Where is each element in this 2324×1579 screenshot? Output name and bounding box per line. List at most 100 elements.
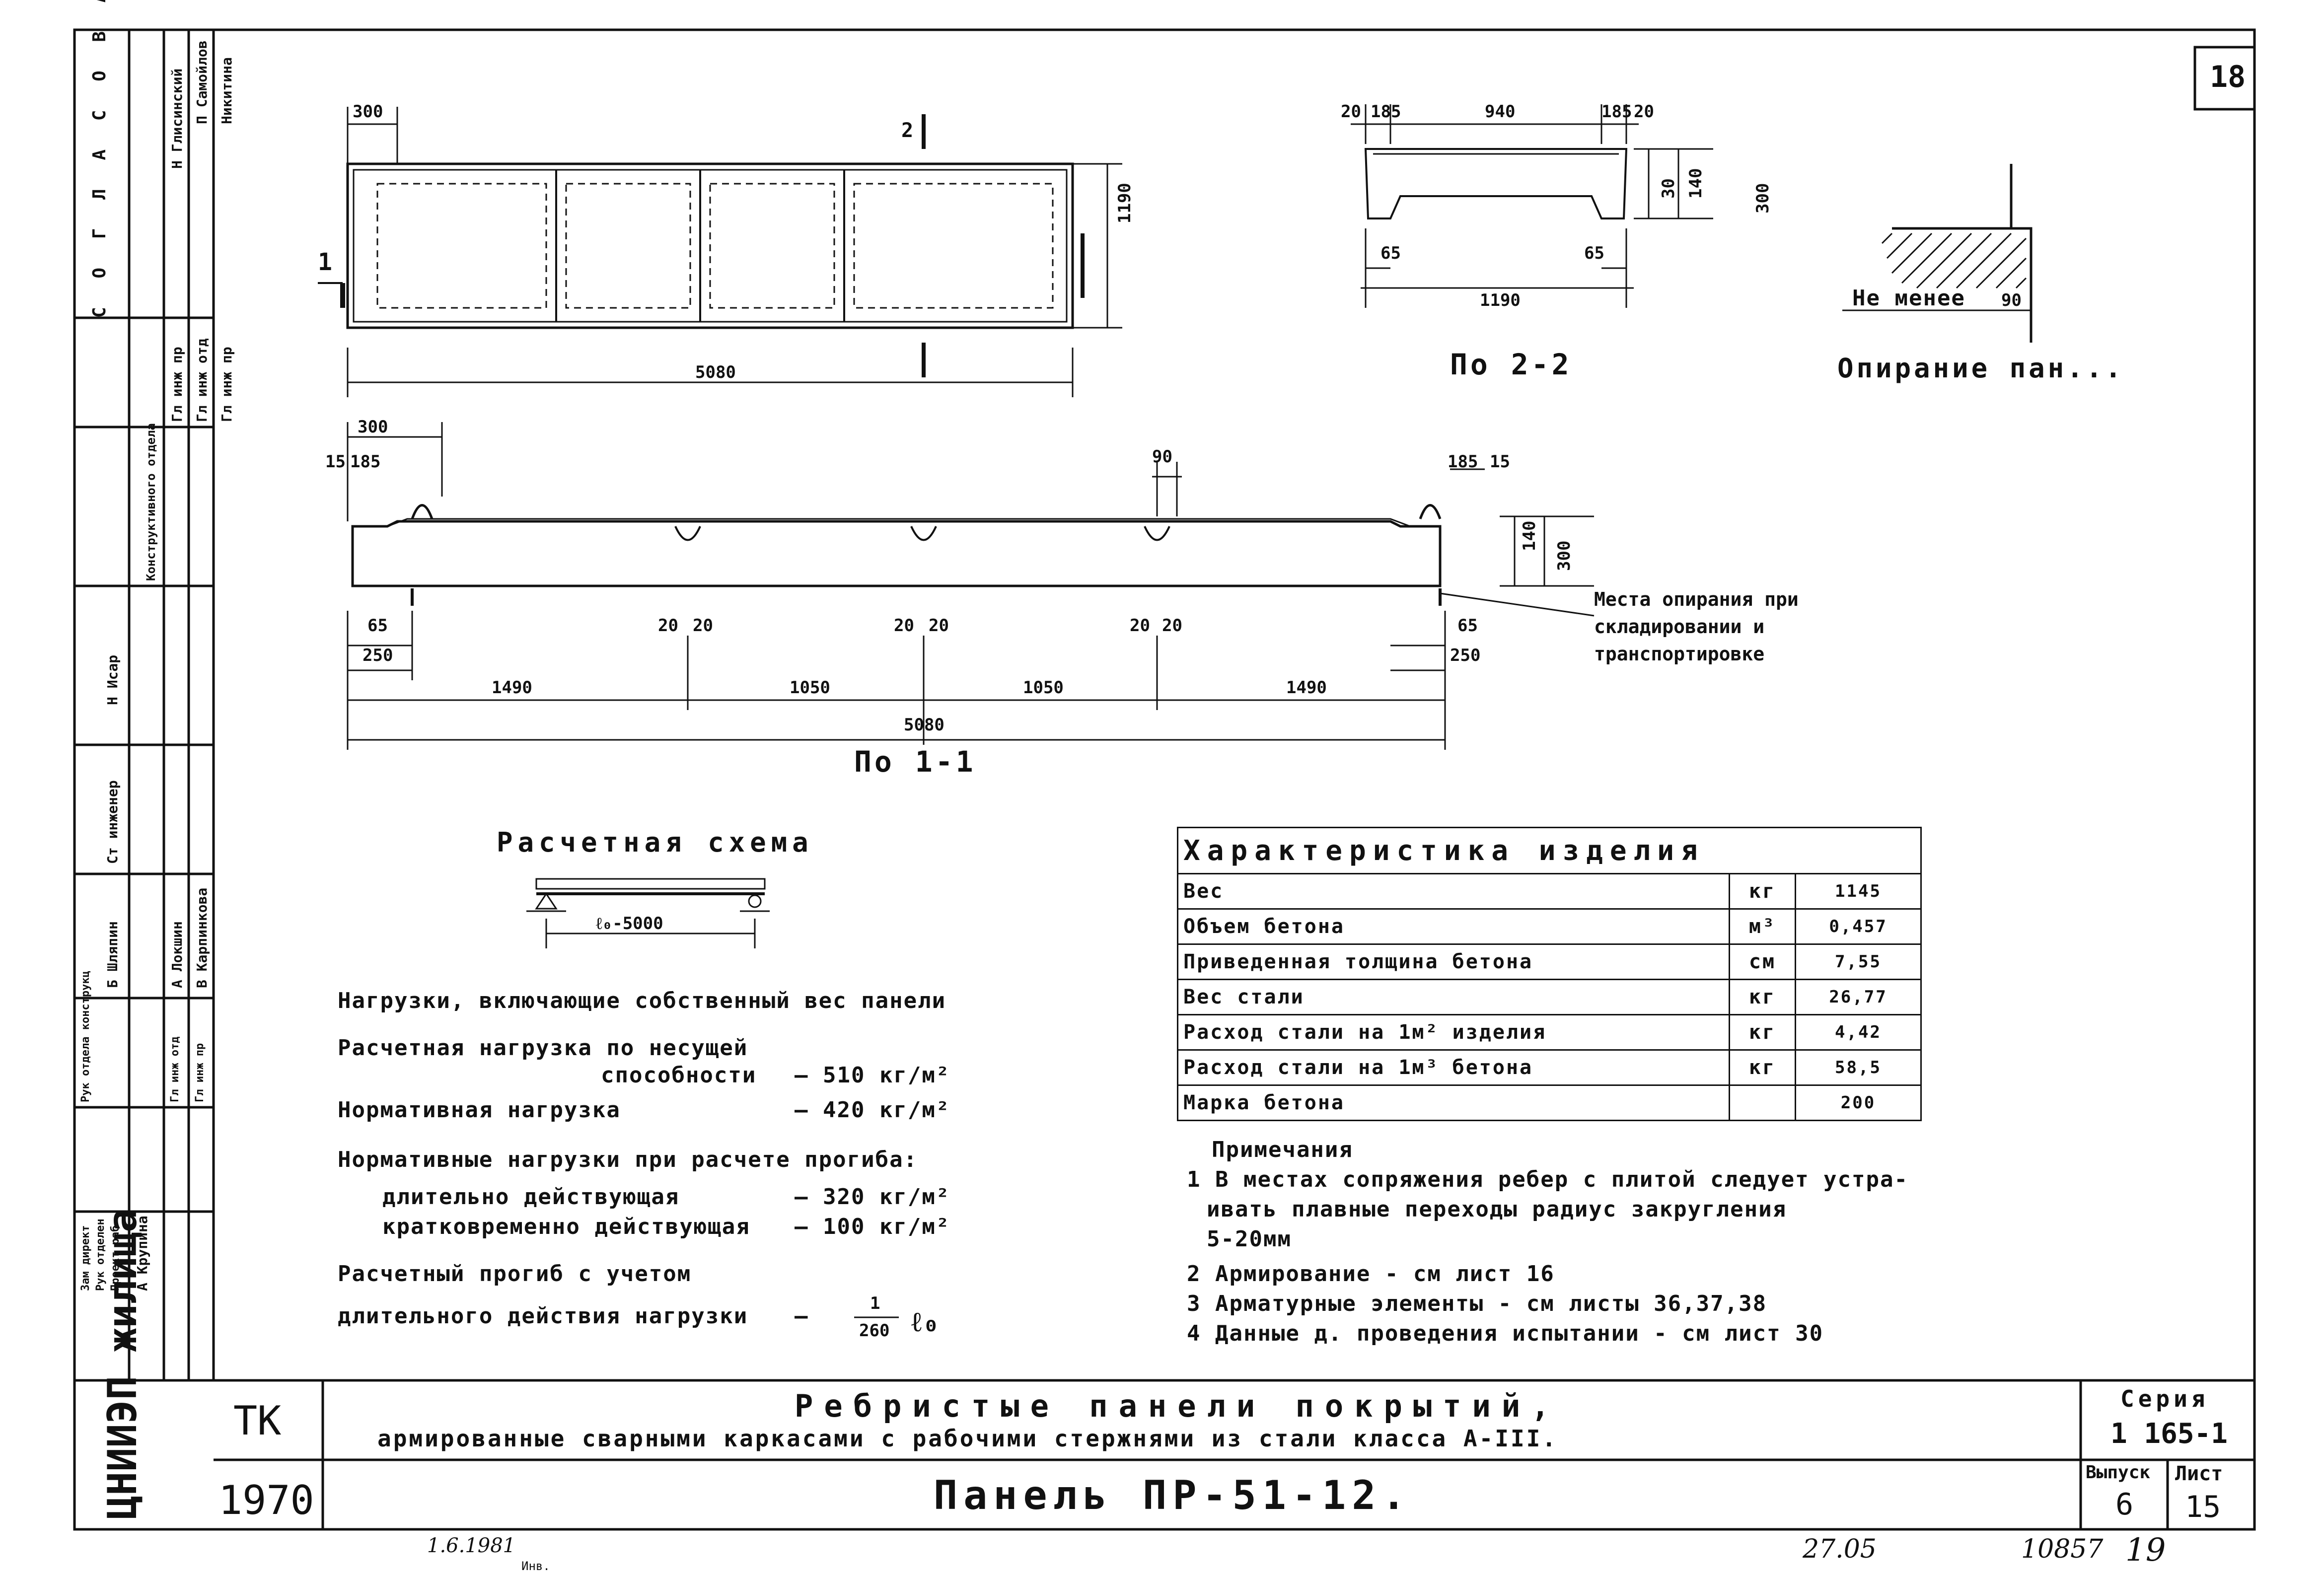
s11-dim-140: 140 xyxy=(1520,520,1539,551)
stamp-person-2: А Локшин xyxy=(169,921,185,988)
load-norm-label: Нормативная нагрузка xyxy=(338,1097,621,1123)
row-value: 58,5 xyxy=(1795,1049,1922,1086)
stamp-person-3: В Карпинкова xyxy=(194,887,210,988)
row-name: Вес xyxy=(1177,873,1730,910)
margin-code: 10857 xyxy=(2021,1534,2104,1564)
section-2-2-caption: По 2-2 xyxy=(1450,348,1572,381)
row-name: Расход стали на 1м³ бетона xyxy=(1177,1049,1730,1086)
s11-dim-65b: 65 xyxy=(1457,616,1478,636)
scheme-title: Расчетная схема xyxy=(497,827,813,858)
stamp-name-3: Никитина xyxy=(218,57,235,124)
row-unit: см xyxy=(1729,943,1796,980)
s11-dim-15a: 15 xyxy=(325,452,346,472)
row-unit: кг xyxy=(1729,979,1796,1015)
row-unit xyxy=(1729,1084,1796,1121)
load-calc-value: — 510 кг/м² xyxy=(795,1063,950,1088)
s11-rib-3b: 20 xyxy=(1162,616,1182,636)
load-calc-label-b: способности xyxy=(601,1063,757,1088)
s22-dim-20b: 20 xyxy=(1634,102,1654,122)
row-unit: кг xyxy=(1729,1049,1796,1086)
note-3: 3 Арматурные элементы - см листы 36,37,3… xyxy=(1187,1291,1767,1316)
s11-dim-250b: 250 xyxy=(1450,646,1481,665)
note-1b: ивать плавные переходы радиус закруглени… xyxy=(1207,1197,1787,1222)
section-mark-2: 2 xyxy=(901,119,914,142)
support-note-line1: Места опирания при xyxy=(1594,588,1799,610)
s22-dim-140: 140 xyxy=(1686,168,1706,199)
row-value: 7,55 xyxy=(1795,943,1922,980)
row-value: 1145 xyxy=(1795,873,1922,910)
stamp-bottom-role-2: Рук отделен xyxy=(94,1219,107,1291)
title-year: 1970 xyxy=(218,1477,314,1523)
row-value: 4,42 xyxy=(1795,1014,1922,1051)
load-norm-value: — 420 кг/м² xyxy=(795,1097,950,1123)
row-unit: кг xyxy=(1729,1014,1796,1051)
issue-label: Выпуск xyxy=(2086,1462,2151,1483)
table-row: Вес стали кг 26,77 xyxy=(1177,979,1922,1015)
section-mark-1: 1 xyxy=(318,248,332,276)
s11-dim-90: 90 xyxy=(1152,447,1172,467)
s11-span-1: 1490 xyxy=(492,678,532,698)
s22-dim-30: 30 xyxy=(1659,178,1678,199)
stamp-chief: Н Исар xyxy=(104,654,121,705)
stamp-role-2: Гл инж отд xyxy=(194,338,210,422)
margin-inv: Инв. xyxy=(521,1559,550,1573)
s11-rib-3a: 20 xyxy=(1130,616,1150,636)
support-note-line2: складировании и xyxy=(1594,616,1765,638)
s11-dim-300: 300 xyxy=(358,417,388,437)
stamp-bottom-role-1: Зам директ xyxy=(79,1225,92,1291)
load-short-value: — 100 кг/м² xyxy=(795,1214,950,1239)
s11-rib-1b: 20 xyxy=(693,616,713,636)
stamp-agreed: С О Г Л А С О В А Н О xyxy=(89,0,110,318)
table-row: Вес кг 1145 xyxy=(1177,873,1922,910)
row-unit: м³ xyxy=(1729,908,1796,945)
row-name: Объем бетона xyxy=(1177,908,1730,945)
s11-rib-2b: 20 xyxy=(929,616,949,636)
s11-span-2: 1050 xyxy=(790,678,830,698)
stamp-bottom2-role-1: Рук отдела конструкц xyxy=(79,971,92,1102)
row-value: 200 xyxy=(1795,1084,1922,1121)
table-row: Расход стали на 1м³ бетона кг 58,5 xyxy=(1177,1049,1922,1086)
load-short-label: кратковременно действующая xyxy=(382,1214,750,1239)
row-unit: кг xyxy=(1729,873,1796,910)
stamp-role-3: Гл инж пр xyxy=(218,347,235,422)
s11-dim-15b: 15 xyxy=(1490,452,1510,472)
support-caption: Опирание пан... xyxy=(1837,353,2124,384)
section-1-1-caption: По 1-1 xyxy=(854,745,976,779)
note-2: 2 Армирование - см лист 16 xyxy=(1187,1261,1555,1287)
title-line3: Панель ПР-51-12. xyxy=(934,1472,1412,1518)
support-note-line3: транспортировке xyxy=(1594,643,1765,665)
deflection-l0: ℓ₀ xyxy=(911,1306,941,1338)
stamp-person-1: Б Шляпин xyxy=(104,921,121,988)
s22-dim-940: 940 xyxy=(1485,102,1516,122)
row-name: Марка бетона xyxy=(1177,1084,1730,1121)
load-calc-label-a: Расчетная нагрузка по несущей xyxy=(338,1035,748,1061)
s11-span-4: 1490 xyxy=(1286,678,1327,698)
note-4: 4 Данные д. проведения испытании - см ли… xyxy=(1187,1321,1824,1346)
sheet-value: 15 xyxy=(2185,1490,2221,1524)
deflection-label-b: длительного действия нагрузки xyxy=(338,1303,748,1329)
table-row: Приведенная толщина бетона см 7,55 xyxy=(1177,943,1922,980)
stamp-name-1: Н Глисинский xyxy=(169,68,185,169)
note-1c: 5-20мм xyxy=(1207,1226,1292,1252)
scheme-span: ℓ₀-5000 xyxy=(596,914,663,933)
s22-dim-185a: 185 xyxy=(1371,102,1401,122)
s11-dim-65a: 65 xyxy=(367,616,388,636)
deflection-den: 260 xyxy=(859,1321,890,1341)
support-min-label: Не менее xyxy=(1852,286,1965,311)
support-dim-90: 90 xyxy=(2001,290,2022,310)
s11-total: 5080 xyxy=(904,715,944,735)
plan-dim-1190: 1190 xyxy=(1115,183,1135,223)
stamp-name-2: П Самойлов xyxy=(194,40,210,124)
s11-dim-250a: 250 xyxy=(363,646,393,665)
characteristics-table: Характеристика изделия Вес кг 1145 Объем… xyxy=(1177,827,1922,1121)
stamp-eng: Ст инженер xyxy=(104,780,121,864)
margin-mid: 27.05 xyxy=(1803,1534,1877,1564)
plan-dim-300: 300 xyxy=(353,102,383,122)
row-value: 0,457 xyxy=(1795,908,1922,945)
title-line2: армированные сварными каркасами с рабочи… xyxy=(377,1425,1558,1452)
title-line1: Ребристые панели покрытий, xyxy=(795,1388,1561,1424)
stamp-bottom-name: А Крупина xyxy=(134,1216,150,1291)
series-value: 1 165-1 xyxy=(2110,1418,2228,1450)
s11-dim-300r: 300 xyxy=(1554,540,1574,571)
title-org: ТК xyxy=(233,1398,282,1444)
